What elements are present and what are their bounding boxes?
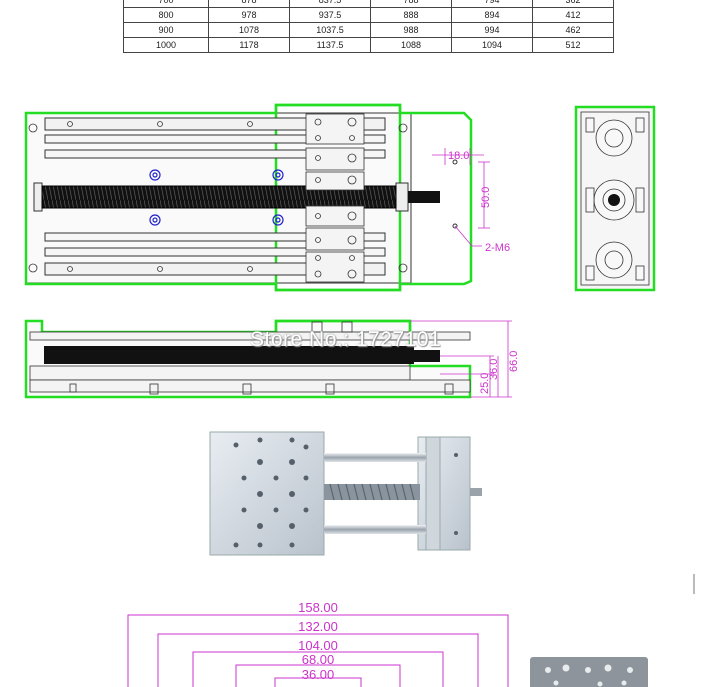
bearing-icon bbox=[608, 194, 620, 206]
dimension-25: 25.0 bbox=[479, 373, 491, 394]
side-view bbox=[24, 319, 512, 399]
dimension-18: 18.0 bbox=[448, 150, 469, 162]
store-watermark: Store No.: 1727101 bbox=[250, 328, 442, 351]
top-view bbox=[24, 103, 490, 292]
screw-shaft bbox=[408, 191, 440, 203]
plate-photo bbox=[530, 657, 648, 687]
dimension-104: 104.00 bbox=[298, 638, 338, 653]
dimension-132: 132.00 bbox=[298, 619, 338, 634]
table-cell: 512 bbox=[532, 37, 614, 53]
side-mark bbox=[693, 574, 695, 594]
hole-callout-2-m6: 2-M6 bbox=[485, 242, 510, 254]
end-view bbox=[574, 105, 656, 292]
side-lead-screw bbox=[44, 346, 414, 364]
dimension-50: 50.0 bbox=[480, 187, 492, 208]
dimension-158: 158.00 bbox=[298, 600, 338, 615]
guide-rod-bottom bbox=[324, 525, 426, 534]
guide-rod-top bbox=[324, 453, 426, 462]
bottom-dimension-drawing bbox=[127, 614, 509, 687]
dimension-36-bottom: 36.00 bbox=[302, 667, 335, 682]
dimension-66: 66.0 bbox=[508, 351, 520, 372]
product-photo bbox=[209, 431, 482, 556]
dimension-68: 68.00 bbox=[302, 652, 335, 667]
lead-screw bbox=[41, 185, 397, 209]
table-cell: 1088 bbox=[370, 37, 452, 53]
dimension-36: 36.0 bbox=[488, 359, 500, 380]
mounting-holes-blue bbox=[149, 169, 284, 226]
carriage-plate bbox=[209, 431, 325, 556]
